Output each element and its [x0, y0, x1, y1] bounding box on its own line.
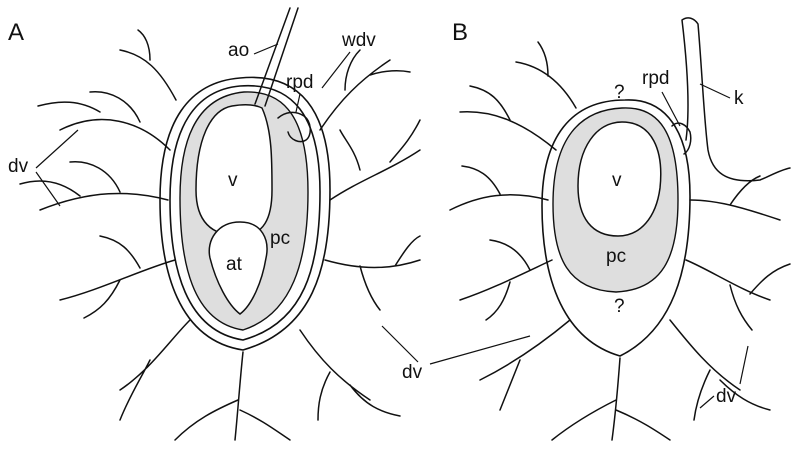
shared-dv-labels: dv dv — [382, 326, 748, 408]
label-k: k — [734, 88, 744, 109]
label-rpd-a: rpd — [286, 72, 313, 93]
label-dv-right: dv — [716, 386, 737, 407]
label-question-top: ? — [614, 82, 625, 103]
panel-b: B ? rpd k v pc — [450, 18, 790, 440]
label-question-bottom: ? — [614, 296, 625, 317]
label-wdv: wdv — [341, 30, 376, 51]
label-pc-a: pc — [270, 228, 290, 249]
panel-a-letter: A — [8, 19, 24, 46]
label-rpd-b: rpd — [642, 68, 669, 89]
label-ao: ao — [228, 40, 249, 61]
label-v-b: v — [612, 170, 622, 191]
panel-a: A ao — [8, 8, 420, 440]
panel-b-letter: B — [452, 19, 468, 46]
label-pc-b: pc — [606, 246, 626, 267]
label-v-a: v — [228, 170, 238, 191]
panel-a-dorsal-vessels-left — [20, 30, 190, 420]
label-at: at — [226, 254, 243, 275]
label-dv-a: dv — [8, 156, 29, 177]
label-dv-center: dv — [402, 362, 423, 383]
